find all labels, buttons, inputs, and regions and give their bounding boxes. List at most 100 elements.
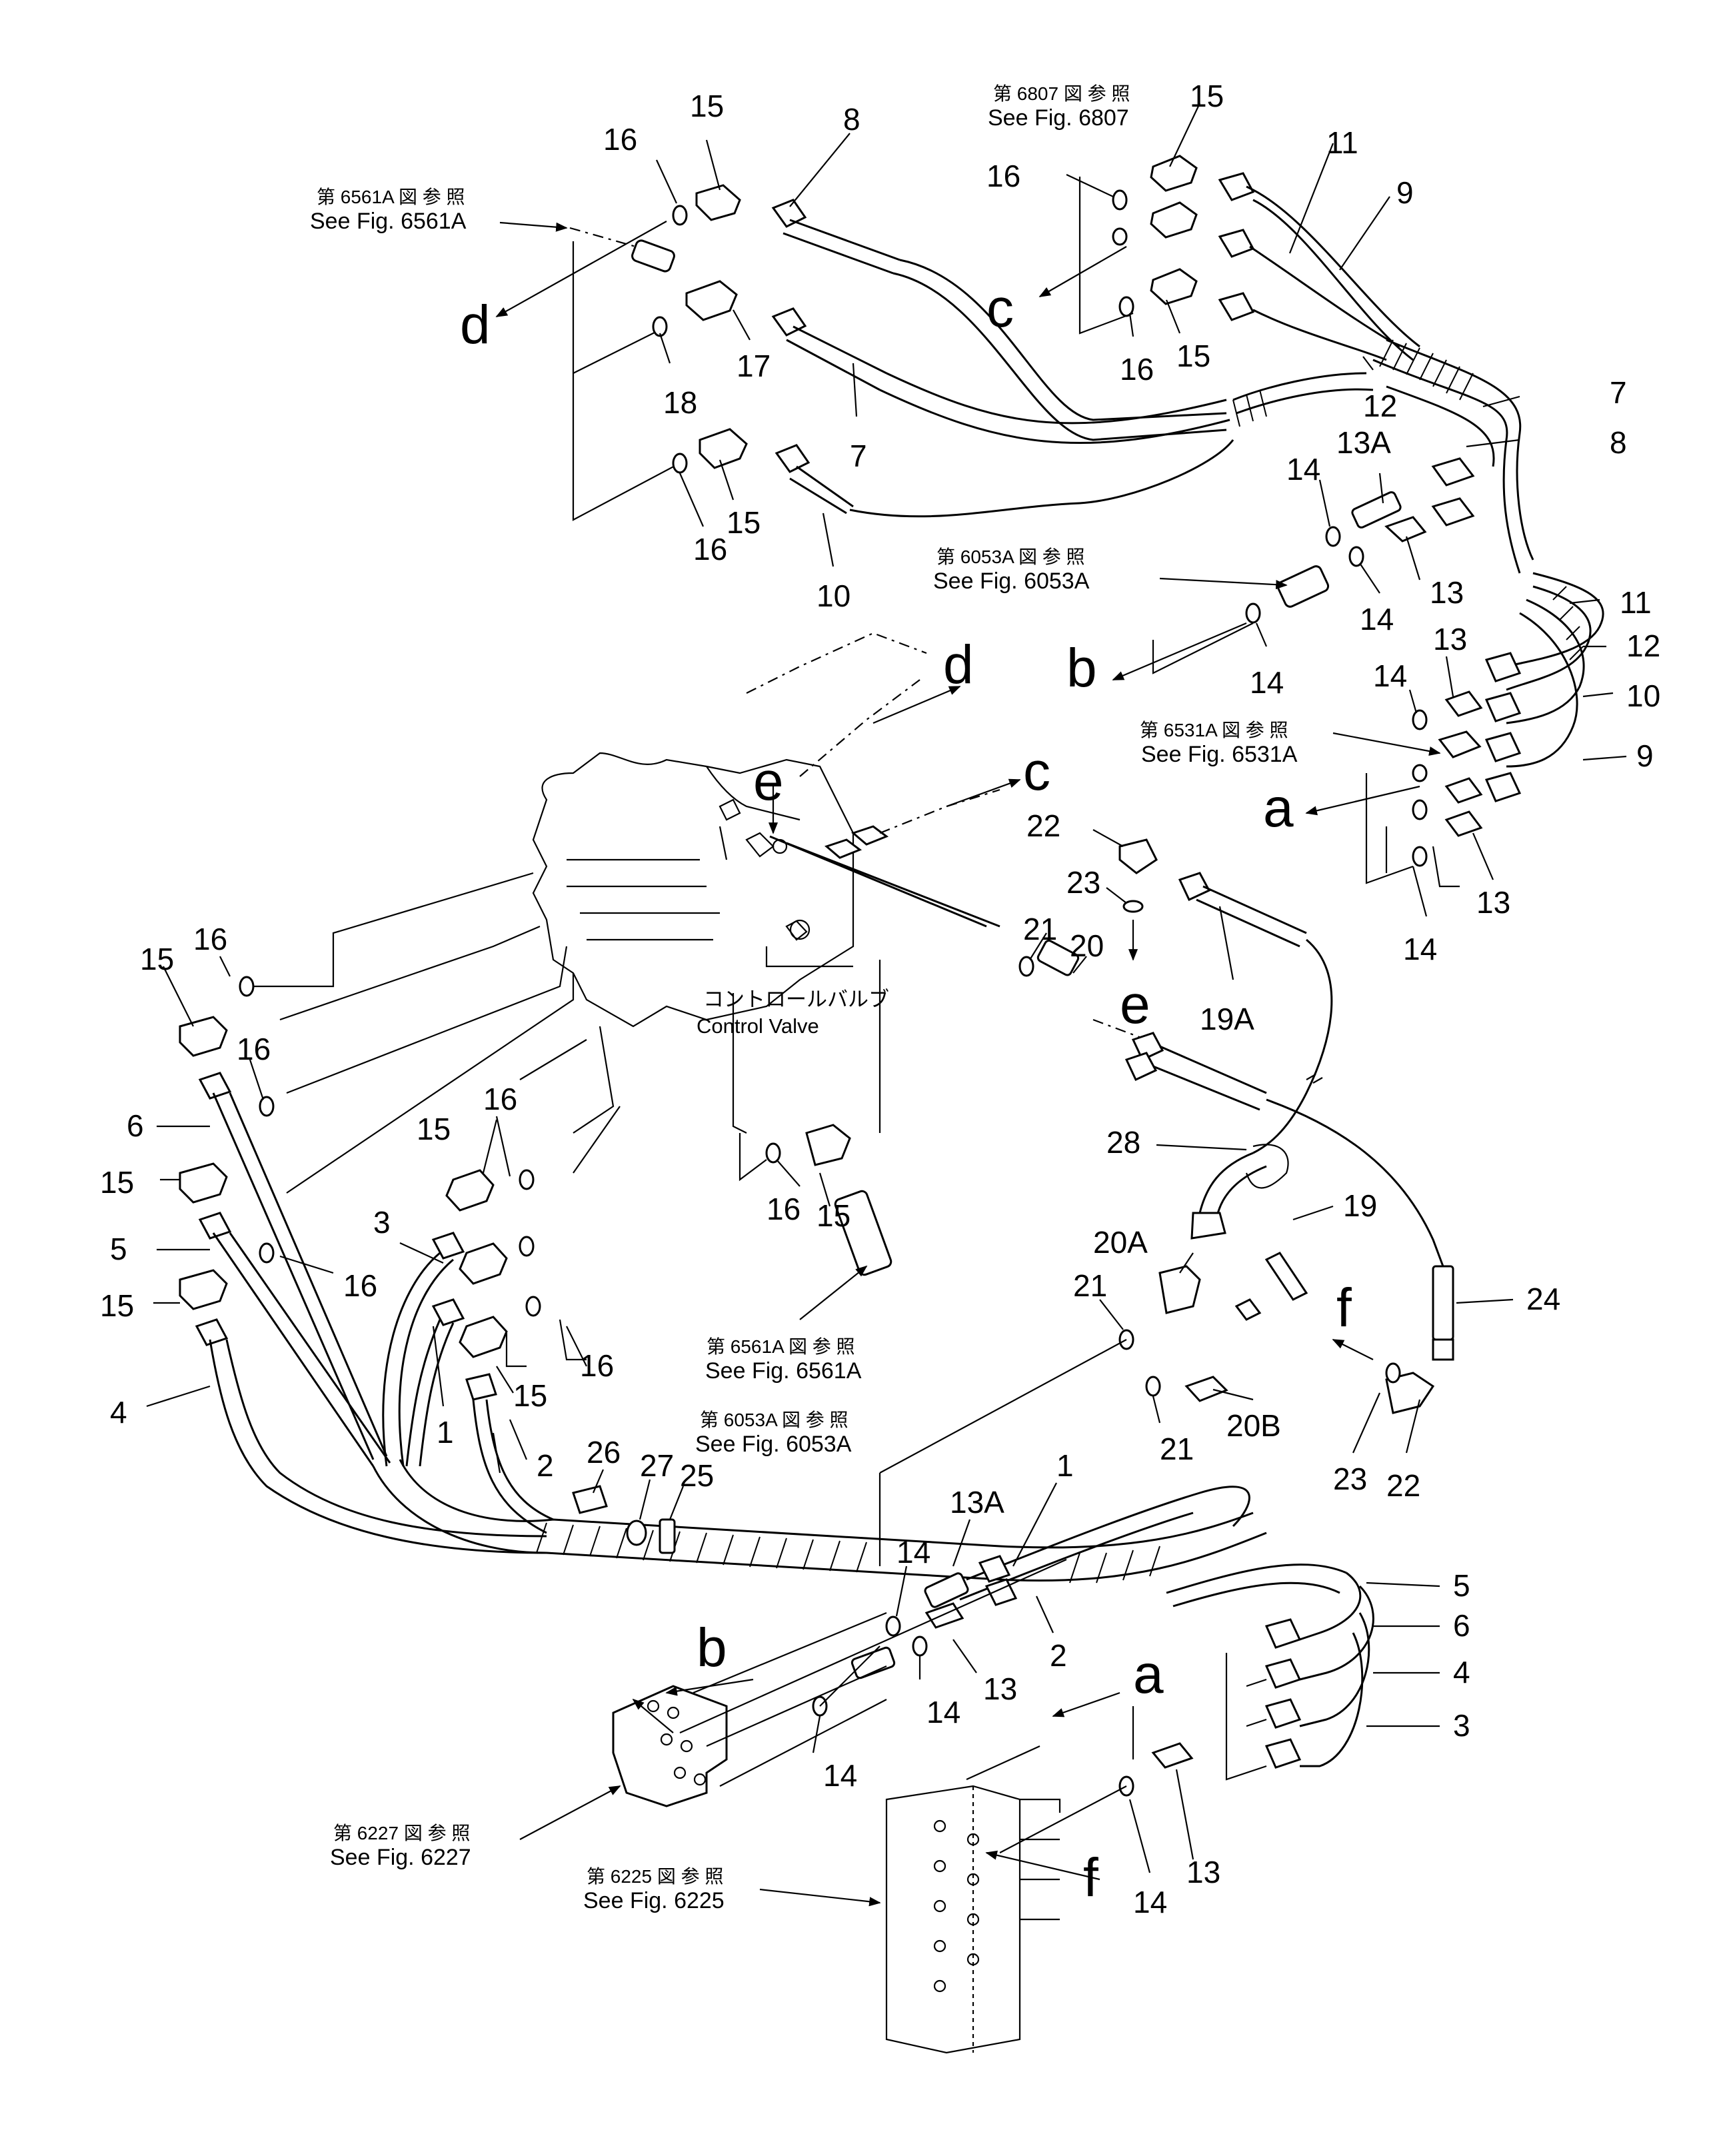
ref-en: See Fig. 6227 — [330, 1845, 471, 1870]
callout: 4 — [1453, 1655, 1470, 1689]
callout: 11 — [1326, 125, 1358, 160]
callout: 14 — [1373, 658, 1407, 693]
callout: 20A — [1093, 1225, 1148, 1260]
connection-arrows — [632, 1558, 1134, 1759]
callout: 2 — [1050, 1638, 1067, 1673]
callout: 20B — [1226, 1408, 1281, 1443]
callout: 15 — [690, 89, 724, 123]
ref-jp: 第 6053A 図 参 照 — [936, 546, 1085, 567]
callout: 21 — [1023, 912, 1057, 946]
callout: 1 — [437, 1415, 454, 1450]
callout: 13A — [1336, 425, 1391, 460]
hoses-left — [195, 1072, 1267, 1584]
fittings-right-upper — [1112, 457, 1475, 681]
ref-en: See Fig. 6531A — [1141, 742, 1298, 767]
connection-letter: c — [1023, 741, 1050, 802]
control-valve-label-jp: コントロールバルブ — [703, 988, 889, 1011]
callout: 5 — [1453, 1568, 1470, 1603]
callout: 14 — [1133, 1885, 1167, 1919]
hoses-bottom-right — [999, 1564, 1374, 1853]
callout: 23 — [1333, 1462, 1367, 1496]
callout: 7 — [1610, 375, 1627, 410]
callout: 16 — [483, 1082, 517, 1116]
callout: 14 — [1286, 452, 1320, 487]
ref-jp: 第 6053A 図 参 照 — [700, 1410, 849, 1430]
callout: 11 — [1620, 585, 1652, 620]
fittings-center — [878, 1265, 1435, 1566]
callout: 15 — [100, 1288, 134, 1323]
callout: 10 — [1626, 678, 1660, 713]
callout: 9 — [1636, 738, 1654, 773]
arrow-d-top — [495, 221, 667, 317]
callout: 4 — [110, 1395, 127, 1430]
callout: 12 — [1626, 628, 1660, 663]
connection-letter: b — [1066, 638, 1097, 698]
connection-letter: f — [1083, 1847, 1098, 1908]
callout: 3 — [373, 1205, 391, 1240]
callout: 8 — [843, 102, 860, 137]
callout: 15 — [1176, 339, 1210, 373]
callout: 1 — [1056, 1448, 1074, 1483]
callout: 3 — [1453, 1708, 1470, 1743]
center-hoses — [1018, 838, 1454, 1361]
valve-connection-lines — [240, 679, 1021, 1194]
callout: 15 — [417, 1112, 451, 1146]
control-valve-label: コントロールバルブ Control Valve — [697, 988, 889, 1038]
callout: 14 — [926, 1695, 960, 1729]
block-6225 — [759, 1745, 1100, 2054]
callout: 14 — [896, 1535, 930, 1570]
connection-letter: a — [1263, 778, 1294, 838]
callout: 16 — [603, 122, 637, 157]
callout: 18 — [663, 385, 697, 420]
callout: 19 — [1343, 1188, 1377, 1223]
reference-6225: 第 6225 図 参 照 See Fig. 6225 — [583, 1866, 725, 1913]
callout: 16 — [693, 532, 727, 566]
callout: 15 — [513, 1378, 547, 1413]
callout: 13 — [1433, 622, 1467, 656]
connection-letter: f — [1336, 1278, 1352, 1338]
callout: 28 — [1106, 1125, 1140, 1160]
callout: 15 — [817, 1198, 851, 1233]
callout: 26 — [587, 1435, 621, 1470]
callout: 13 — [1430, 575, 1464, 610]
ref-jp: 第 6225 図 参 照 — [587, 1866, 723, 1887]
callout: 16 — [986, 159, 1020, 193]
callout: 14 — [1403, 932, 1437, 966]
callout: 13 — [1186, 1855, 1220, 1889]
connection-letter: d — [460, 295, 491, 355]
fittings-top-left — [631, 184, 748, 474]
callout: 5 — [110, 1232, 127, 1266]
ref-en: See Fig. 6053A — [695, 1432, 852, 1457]
reference-6531A: 第 6531A 図 参 照 See Fig. 6531A — [1140, 720, 1298, 767]
callout: 16 — [237, 1032, 271, 1066]
callout: 16 — [193, 922, 227, 956]
ref-jp: 第 6561A 図 参 照 — [317, 187, 465, 207]
callout: 13A — [950, 1485, 1004, 1520]
connection-letter: a — [1133, 1644, 1164, 1705]
callout: 14 — [1360, 602, 1394, 636]
callout: 14 — [823, 1758, 857, 1793]
callout: 15 — [140, 942, 174, 976]
ref-en: See Fig. 6561A — [705, 1358, 862, 1384]
connection-letter: d — [943, 634, 974, 695]
ref-en: See Fig. 6561A — [310, 209, 467, 234]
control-valve-body — [532, 632, 1000, 1028]
ref-jp: 第 6561A 図 参 照 — [707, 1336, 855, 1357]
callout: 22 — [1026, 808, 1060, 843]
callout: 15 — [100, 1165, 134, 1200]
callout: 21 — [1073, 1268, 1107, 1303]
hose-8 — [771, 199, 1227, 441]
callout: 17 — [737, 349, 771, 383]
callout: 16 — [343, 1268, 377, 1303]
callout: 25 — [680, 1458, 714, 1493]
ref-en: See Fig. 6225 — [583, 1888, 725, 1913]
callout: 9 — [1396, 175, 1414, 210]
callout: 22 — [1386, 1468, 1420, 1503]
reference-6561A-mid: 第 6561A 図 参 照 See Fig. 6561A — [705, 1336, 862, 1384]
callout: 6 — [127, 1108, 144, 1143]
hoses-top-right-bundle — [1218, 172, 1534, 574]
reference-6227: 第 6227 図 参 照 See Fig. 6227 — [330, 1823, 471, 1870]
callout: 15 — [1190, 79, 1224, 113]
ref-jp: 第 6807 図 参 照 — [993, 83, 1130, 104]
